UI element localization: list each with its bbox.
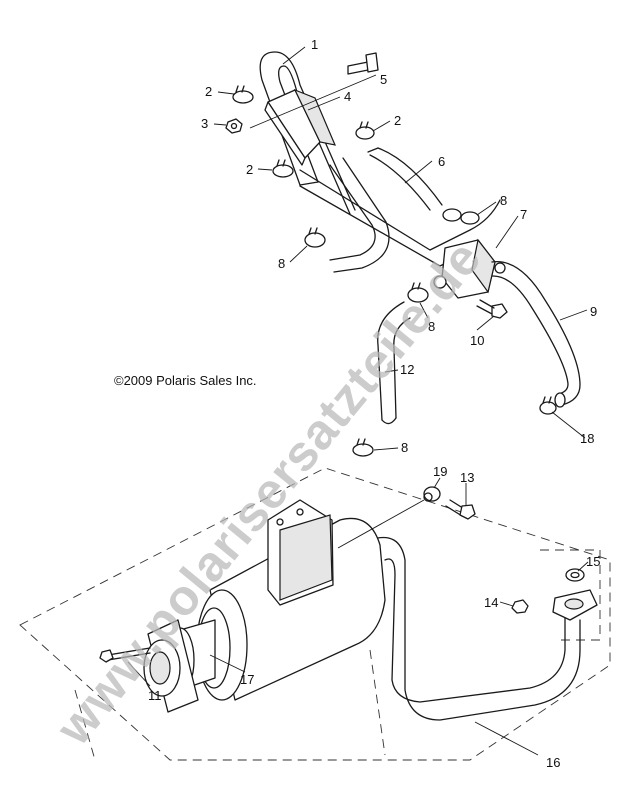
callout-4: 4 [344,89,351,104]
callout-7: 7 [520,207,527,222]
part-10-bolt [476,299,508,319]
callout-2c: 2 [246,162,253,177]
callout-labels: 1 2 2 2 3 4 5 6 7 8 8 8 8 9 10 11 12 13 … [148,37,600,770]
callout-16: 16 [546,755,560,770]
callout-8c: 8 [428,319,435,334]
callout-2b: 2 [394,113,401,128]
callout-10: 10 [470,333,484,348]
part-17-muffler [165,517,386,701]
hose-clamps [232,85,557,457]
clamp-8b [442,208,480,225]
clamp-2b [355,121,375,140]
clamp-2c [272,159,294,178]
callout-8a: 8 [278,256,285,271]
part-17-bracket [267,499,334,606]
callout-3: 3 [201,116,208,131]
clamp-8c [407,282,429,303]
clamp-8d [352,438,374,457]
part-7-valve [433,238,506,299]
part-9-hose [491,261,581,408]
callout-19: 19 [433,464,447,479]
callout-2a: 2 [205,84,212,99]
part-15-gasket [565,568,585,582]
clamp-18 [539,396,557,415]
part-5-bolt [347,52,379,75]
part-16-exhaust-pipe [369,536,581,721]
callout-11: 11 [148,688,162,703]
part-12-hose [377,301,411,425]
part-3-nut [225,118,243,134]
clamp-2a [232,85,254,104]
callout-1: 1 [311,37,318,52]
part-19-spacer [423,486,441,502]
callout-8d: 8 [401,440,408,455]
leader-lines [127,46,589,756]
callout-13: 13 [460,470,474,485]
callout-12: 12 [400,362,414,377]
callout-8b: 8 [500,193,507,208]
callout-18: 18 [580,431,594,446]
part-1-hose-loop [259,51,390,273]
pipe-flange [552,589,598,621]
callout-14: 14 [484,595,498,610]
part-14-nut [511,599,529,614]
copyright-notice: ©2009 Polaris Sales Inc. [114,373,257,388]
callout-6: 6 [438,154,445,169]
part-11-tail-flange [99,619,199,713]
clamp-8a [304,227,326,248]
callout-15: 15 [586,554,600,569]
callout-9: 9 [590,304,597,319]
callout-5: 5 [380,72,387,87]
callout-17: 17 [240,672,254,687]
part-13-bolt [445,499,476,520]
